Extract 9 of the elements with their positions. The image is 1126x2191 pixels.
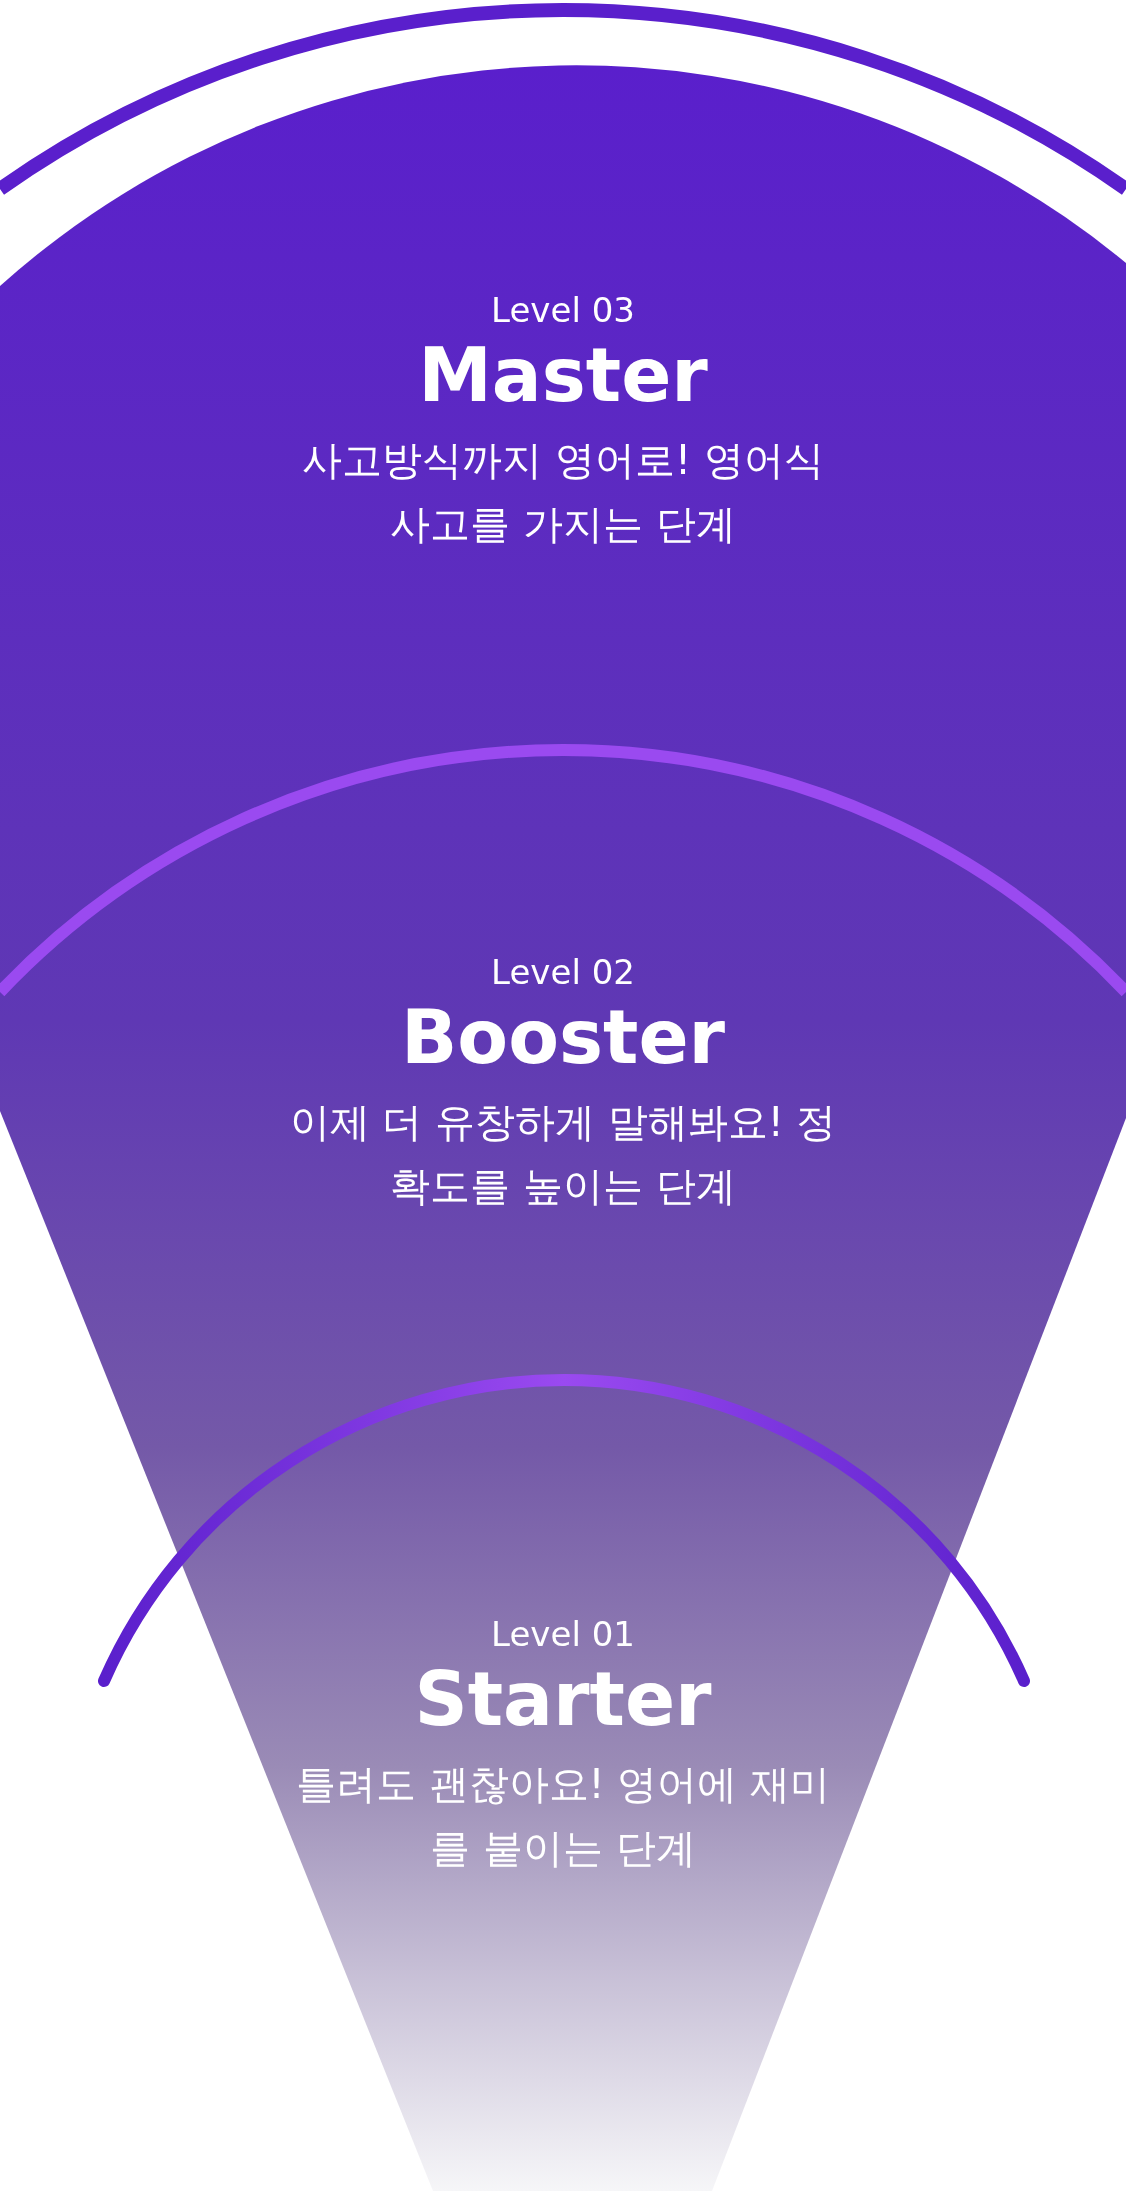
level-title: Starter [414, 1655, 712, 1744]
level-label: Level 03 [491, 290, 635, 330]
level-label: Level 02 [491, 952, 635, 992]
level-title: Booster [400, 993, 726, 1082]
level-description: 틀려도 괜찮아요! 영어에 재미를 붙이는 단계 [294, 1760, 832, 1873]
level-title: Master [418, 331, 708, 420]
level-label: Level 01 [491, 1614, 635, 1654]
level-description: 이제 더 유창하게 말해봐요! 정확도를 높이는 단계 [288, 1098, 838, 1211]
level-description: 사고방식까지 영어로! 영어식 사고를 가지는 단계 [301, 436, 825, 549]
